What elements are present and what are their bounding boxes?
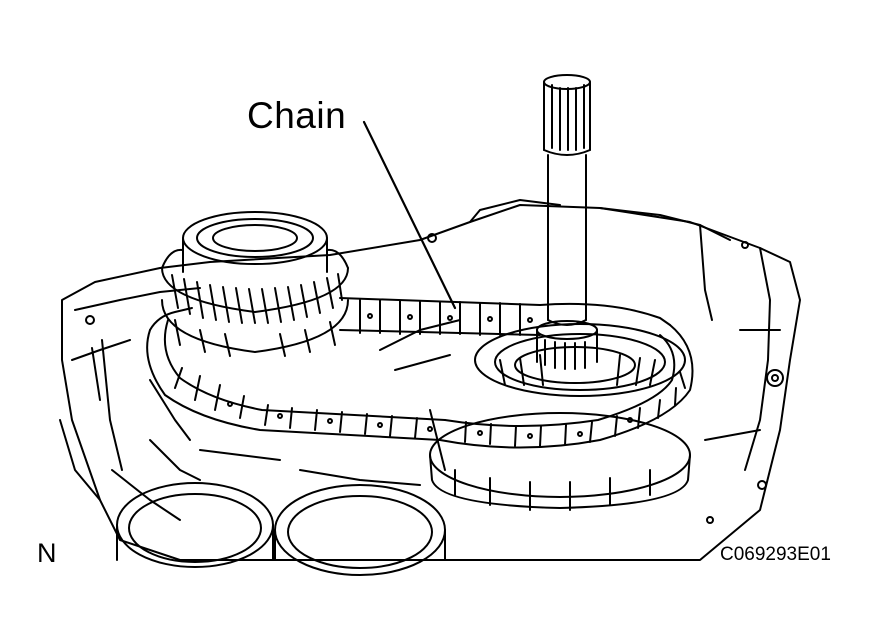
chain <box>146 297 694 449</box>
figure-code: C069293E01 <box>720 544 831 565</box>
chain-leader-line <box>362 120 457 310</box>
driven-sprocket <box>429 323 691 511</box>
view-mark: N <box>37 538 57 568</box>
output-shaft <box>536 74 598 370</box>
differential-bores <box>116 482 446 576</box>
chain-callout-label: Chain <box>247 95 347 136</box>
transaxle-case <box>59 199 801 561</box>
drive-gear <box>161 211 349 357</box>
